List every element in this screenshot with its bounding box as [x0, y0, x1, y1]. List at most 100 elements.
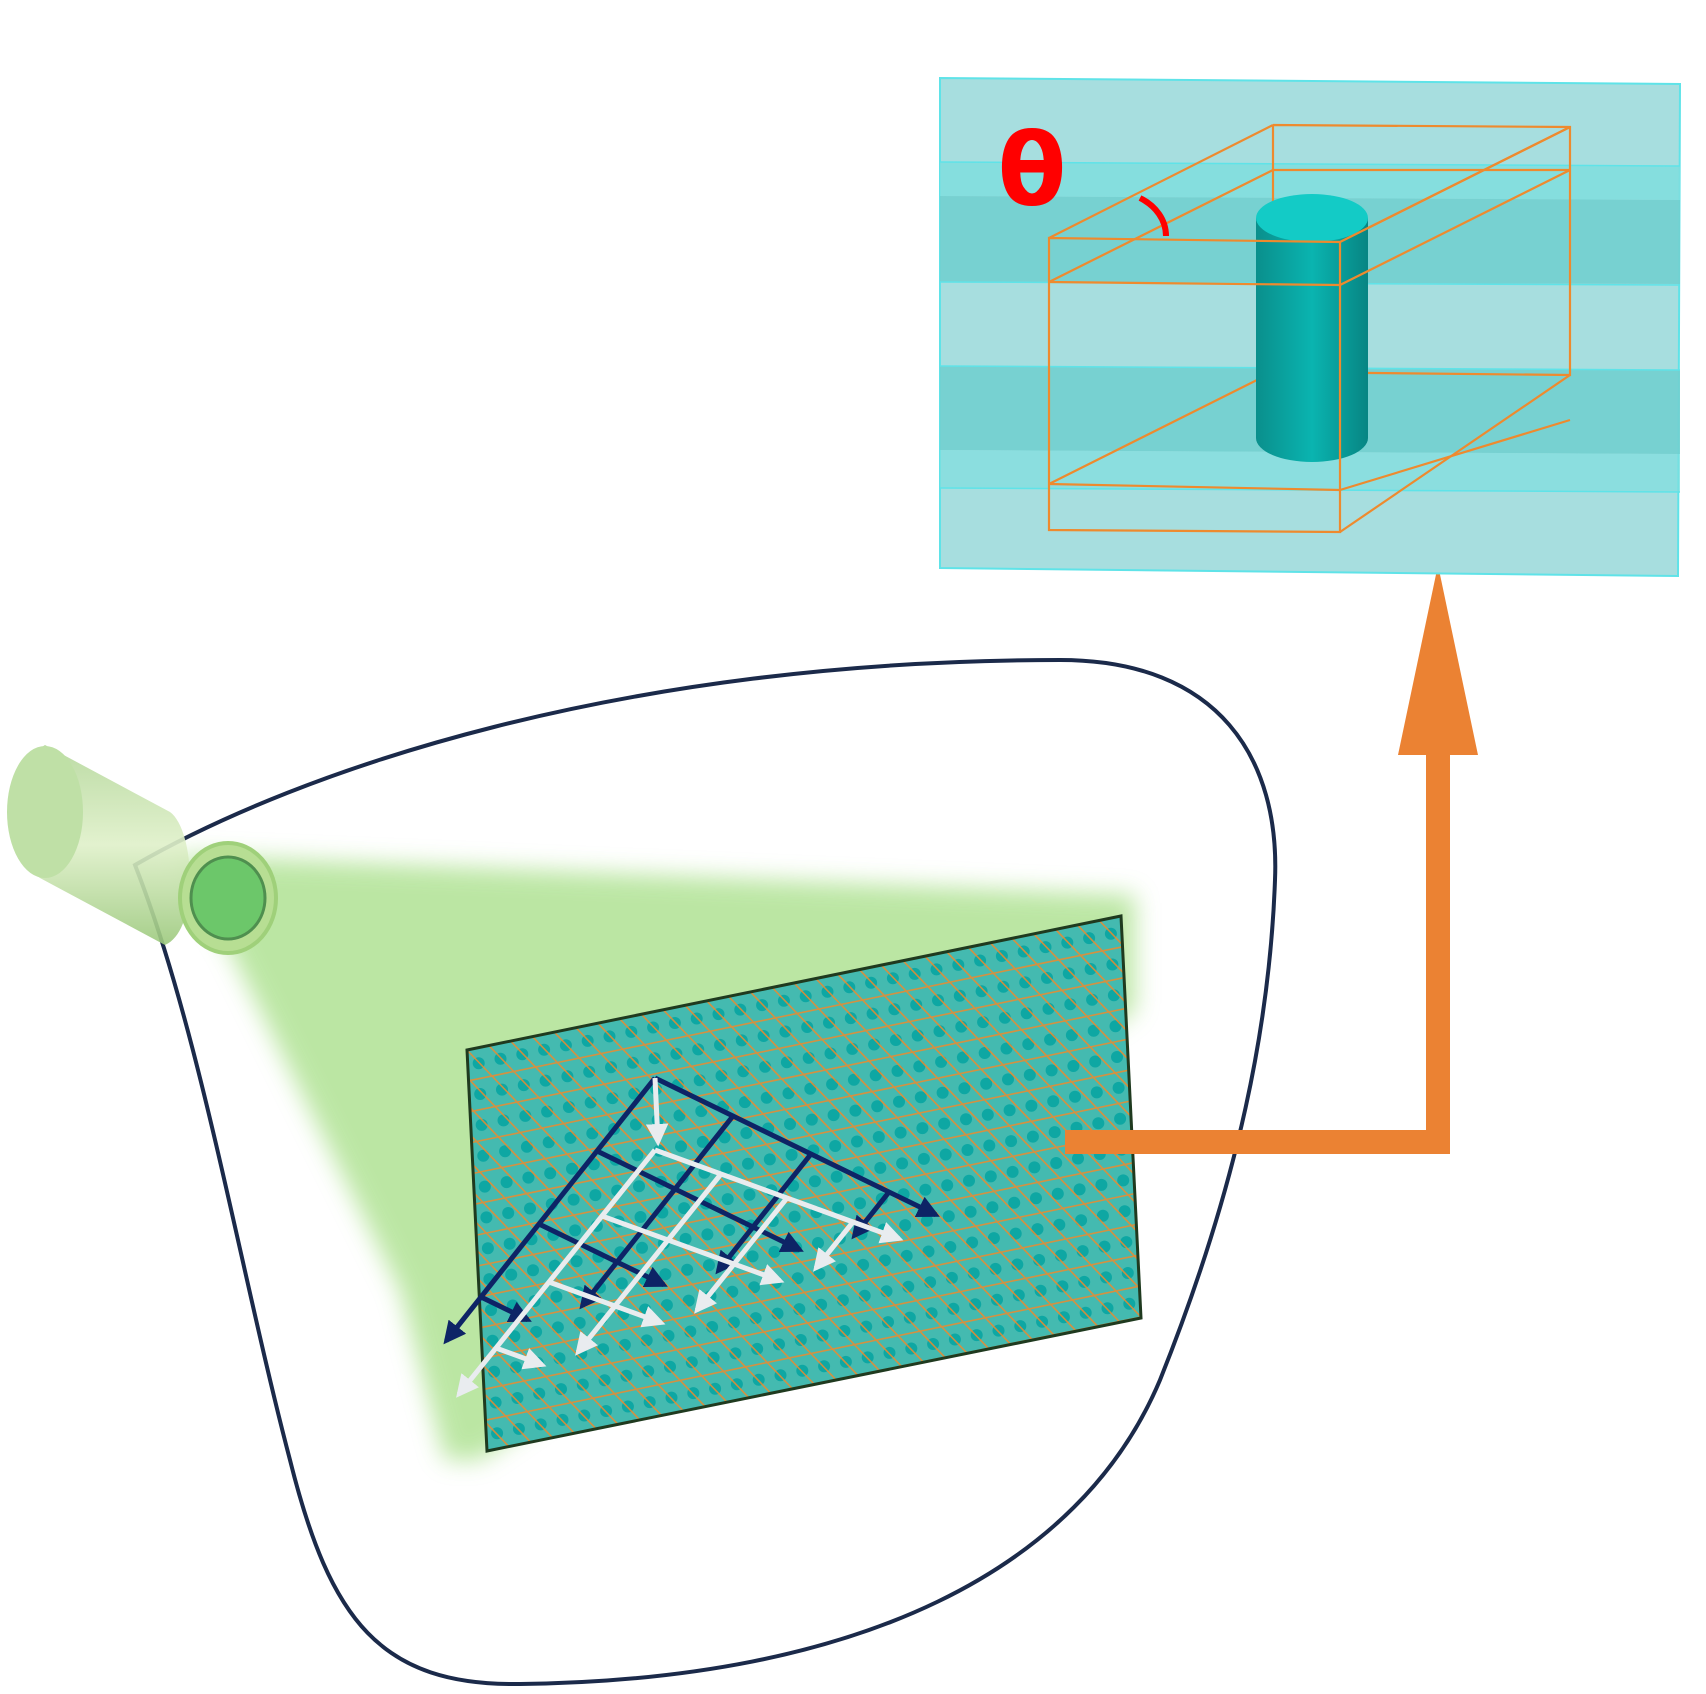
lattice-dot — [966, 1236, 979, 1249]
lattice-row-line — [474, 1069, 1129, 1205]
lattice-dot — [826, 1078, 839, 1091]
lattice-dot — [984, 1170, 997, 1183]
lattice-dot — [1096, 1209, 1109, 1222]
lattice-dot — [1047, 1095, 1060, 1108]
lattice-row-line — [483, 1254, 1139, 1391]
lattice-dot — [703, 1259, 715, 1272]
lattice-dot — [670, 1047, 683, 1060]
lattice-dot — [1114, 1112, 1127, 1125]
lattice-dot — [1053, 1218, 1066, 1231]
lattice-dot — [1075, 1214, 1088, 1227]
lattice-dot — [1026, 1130, 1039, 1143]
lattice-dot — [723, 1224, 736, 1236]
lattice-dot — [1051, 1187, 1064, 1200]
lattice-dot — [1002, 1073, 1014, 1086]
lattice-dot — [978, 1047, 991, 1059]
lattice-dot — [788, 1210, 801, 1223]
lattice-dot — [991, 1293, 1003, 1306]
lattice-dot — [844, 1012, 857, 1025]
lattice-diagonal-line — [880, 964, 1141, 1305]
lattice-diagonal-line — [467, 1098, 553, 1439]
lattice-dot — [524, 1202, 536, 1215]
lattice-dot — [738, 1096, 751, 1109]
lattice-dot — [631, 1149, 644, 1162]
lattice-dot — [660, 1299, 673, 1312]
lattice-dot — [919, 1183, 932, 1196]
lattice-dot — [714, 1038, 726, 1051]
lattice-dot — [1117, 1174, 1130, 1187]
lattice-dot — [1087, 1024, 1100, 1037]
lattice-dot — [854, 1197, 866, 1210]
lattice-dot — [664, 1360, 676, 1373]
lattice-row-line — [473, 1038, 1128, 1175]
lattice-dot — [1008, 1196, 1021, 1209]
lattice-row-line — [477, 1131, 1132, 1267]
lattice-diagonal-line — [467, 1062, 728, 1403]
lattice-dot — [1003, 1104, 1016, 1117]
lattice-row-line — [485, 1285, 1140, 1421]
lattice-dot — [888, 1003, 901, 1016]
lattice-dot — [550, 1290, 563, 1303]
lattice-row-line — [471, 1007, 1126, 1144]
lattice-diagonal-line — [924, 955, 1141, 1296]
lattice-diagonal-line — [771, 986, 1098, 1327]
lattice-diagonal-line — [837, 973, 1141, 1314]
lattice-dot — [812, 1237, 824, 1249]
lattice-dot — [589, 1189, 602, 1202]
lattice-dot — [805, 1113, 818, 1126]
lattice-dot — [938, 1117, 951, 1130]
lattice-dot — [893, 1095, 905, 1108]
lattice-dot — [544, 1167, 557, 1180]
lattice-dot — [634, 1211, 647, 1223]
lattice-dot — [1112, 1081, 1125, 1094]
lattice-dot — [969, 1298, 982, 1311]
angle-arc — [1138, 195, 1169, 237]
lattice-dot — [701, 1228, 714, 1241]
lattice-dot — [894, 1126, 907, 1139]
lattice-dot — [829, 1140, 842, 1152]
light-arrow — [495, 1345, 547, 1370]
lattice-diagonal-line — [1055, 928, 1141, 1269]
lattice-dot — [1050, 1157, 1063, 1169]
lattice-dot — [1045, 1064, 1058, 1077]
lattice-dot — [485, 1304, 497, 1316]
light-arrow — [645, 1077, 669, 1147]
dark-arrow — [443, 1076, 657, 1345]
lattice-dot — [508, 1330, 521, 1343]
dark-arrow — [851, 1190, 891, 1240]
lattice-diagonal-line — [1120, 916, 1141, 1256]
lattice-dot — [615, 1277, 628, 1290]
lattice-dot — [975, 985, 988, 998]
lattice-dot — [1111, 1051, 1123, 1063]
lattice-dot — [921, 1214, 933, 1227]
lattice-dot — [784, 1118, 796, 1130]
lattice-dot — [997, 980, 1010, 993]
lattice-dot — [1012, 1289, 1025, 1302]
lattice-dot — [808, 1175, 821, 1188]
lattice-dot — [849, 1104, 862, 1117]
lattice-diagonal-line — [1033, 933, 1141, 1273]
lattice-diagonal-line — [467, 1058, 750, 1398]
light-arrow — [813, 1220, 855, 1272]
lattice-dot — [629, 1118, 642, 1131]
lattice-dot — [502, 1207, 515, 1219]
lattice-dot — [779, 1025, 792, 1038]
lattice-dot — [696, 1135, 709, 1148]
lattice-dot — [869, 1069, 882, 1082]
lattice-dot — [1067, 1060, 1080, 1072]
lattice-dot — [958, 1082, 971, 1095]
lattice-dot — [517, 1079, 530, 1092]
lattice-diagonal-line — [467, 1053, 771, 1394]
lattice-dot — [1073, 1183, 1086, 1196]
lattice-dot — [896, 1157, 909, 1170]
lattice-dot — [542, 1136, 555, 1149]
lattice-dot — [983, 1139, 996, 1152]
lattice-dot — [551, 1321, 564, 1334]
lattice-diagonal-line — [467, 1094, 575, 1434]
lattice-diagonal-line — [902, 960, 1141, 1300]
lattice-diagonal-line — [510, 1040, 837, 1381]
lattice-diagonal-line — [467, 1071, 684, 1412]
lattice-dot — [832, 1201, 845, 1214]
lattice-dot — [1048, 1126, 1061, 1139]
lattice-dot — [1044, 1033, 1057, 1046]
